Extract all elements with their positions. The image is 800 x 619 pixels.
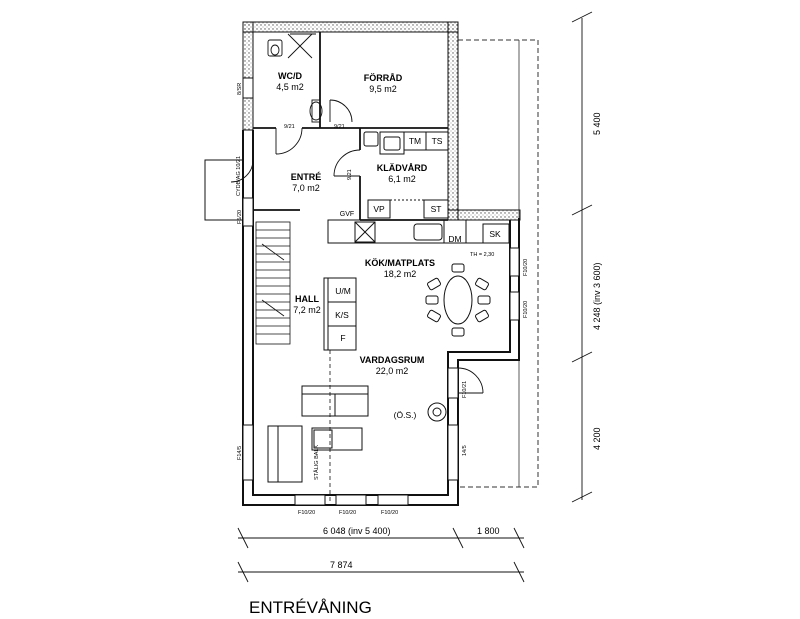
room-hall-name: HALL <box>295 294 319 304</box>
door-label-5: CYDB/AG 10/21 <box>236 156 242 196</box>
room-forrad-name: FÖRRÅD <box>364 73 403 83</box>
dim-bottom-main: 6 048 (inv 5 400) <box>323 526 391 536</box>
fixture-ks: K/S <box>335 310 349 320</box>
window-label-2: F10/20 <box>339 510 356 516</box>
fixture-os: (Ö.S.) <box>394 410 417 420</box>
room-forrad-area: 9,5 m2 <box>369 84 397 94</box>
doors <box>230 99 484 394</box>
entry-porch <box>204 159 244 221</box>
fixture-gvf: GVF <box>340 211 354 218</box>
page-title: ENTRÉVÅNING <box>249 598 372 617</box>
room-entre-name: ENTRÉ <box>291 172 322 182</box>
wardrobe-column <box>323 277 357 351</box>
room-vardagsrum-name: VARDAGSRUM <box>360 355 425 365</box>
dim-right-top: 5 400 <box>592 112 602 135</box>
door-label-10: F10/20 <box>523 259 529 276</box>
fixture-f: F <box>340 333 345 343</box>
kitchen-counter <box>327 219 511 244</box>
fixture-st: ST <box>431 204 442 214</box>
wc-fixtures <box>267 33 323 123</box>
room-hall-area: 7,2 m2 <box>293 305 321 315</box>
window-label-1: F10/20 <box>298 510 315 516</box>
fixture-beam: STÅLIG BALK <box>313 445 320 480</box>
dining-table <box>425 263 491 337</box>
dim-bottom-ext: 1 800 <box>477 526 500 536</box>
room-kok-area: 18,2 m2 <box>384 269 417 279</box>
interior-walls <box>253 32 448 221</box>
outer-walls <box>242 130 520 506</box>
fixture-dm: DM <box>448 234 461 244</box>
dimension-lines-right <box>571 11 593 503</box>
door-label-7: F14/5 <box>237 446 243 460</box>
windows <box>242 77 520 506</box>
door-label-2: 9/21 <box>334 124 345 130</box>
room-entre-area: 7,0 m2 <box>292 183 320 193</box>
fixture-ts: TS <box>432 136 443 146</box>
dim-bottom-total: 7 874 <box>330 560 353 570</box>
fixture-um: U/M <box>335 286 351 296</box>
room-kok-name: KÖK/MATPLATS <box>365 258 435 268</box>
terrace-outline <box>458 39 539 488</box>
dim-right-mid: 4 248 (inv 3 600) <box>592 262 602 330</box>
room-wc-name: WC/D <box>278 71 302 81</box>
door-label-6: F5/20 <box>237 210 243 224</box>
kladvard-fixtures <box>363 131 449 219</box>
fixture-sk: SK <box>489 229 501 239</box>
door-label-4: 8/SR <box>237 83 243 95</box>
room-wc-area: 4,5 m2 <box>276 82 304 92</box>
room-vardagsrum-area: 22,0 m2 <box>376 366 409 376</box>
fixture-tm: TM <box>409 136 421 146</box>
fixture-th: TH = 2,30 <box>470 252 494 258</box>
door-label-11: F10/20 <box>523 301 529 318</box>
door-label-9: 14/5 <box>462 445 468 456</box>
stairs <box>255 221 291 345</box>
door-label-3: 9/21 <box>347 169 353 180</box>
fixture-vp: VP <box>373 204 385 214</box>
room-kladvard-area: 6,1 m2 <box>388 174 416 184</box>
door-label-8: F10/21 <box>462 381 468 398</box>
outer-walls-hatched <box>242 21 521 221</box>
room-kladvard-name: KLÄDVÅRD <box>377 163 428 173</box>
dim-right-bottom: 4 200 <box>592 427 602 450</box>
door-label-1: 9/21 <box>284 124 295 130</box>
dimension-lines-bottom <box>237 527 525 583</box>
living-furniture <box>267 385 447 483</box>
window-label-3: F10/20 <box>381 510 398 516</box>
